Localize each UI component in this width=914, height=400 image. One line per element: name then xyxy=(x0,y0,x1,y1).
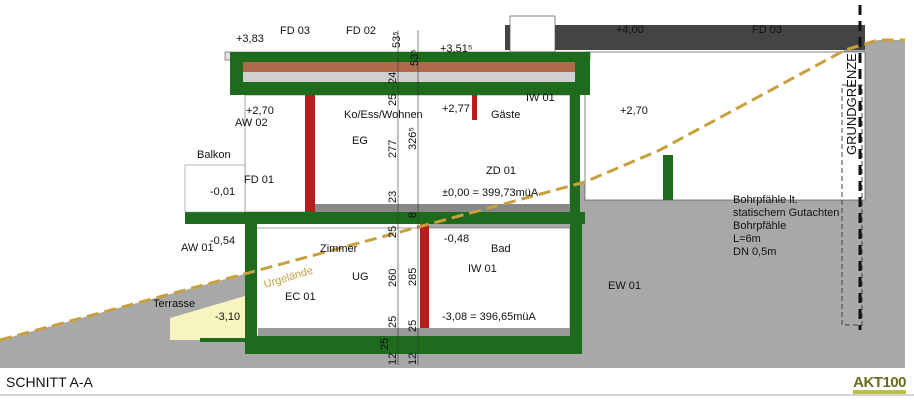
ug-masonry-wall xyxy=(420,224,429,328)
boundary-label: GRUNDGRENZE xyxy=(844,53,859,155)
room-label: Ko/Ess/Wohnen xyxy=(344,109,423,121)
level-label: -3,08 = 396,65müA xyxy=(442,311,537,323)
dimension-label: 53⁵ xyxy=(409,49,421,66)
component-label: FD 03 xyxy=(752,24,782,36)
dimension-label: 25 xyxy=(387,94,399,106)
dimension-label: 25 xyxy=(387,316,399,328)
dimension-label: 24 xyxy=(387,72,399,84)
ground-fill xyxy=(0,40,905,368)
ug-floor-finish xyxy=(258,328,570,336)
level-label: +2,70 xyxy=(620,105,648,117)
ug-floor-slab xyxy=(245,336,582,354)
dimension-label: 12 xyxy=(387,353,399,365)
level-label: -0,48 xyxy=(444,233,469,245)
svg-text:L=6m: L=6m xyxy=(733,233,761,245)
component-label: EC 01 xyxy=(285,291,316,303)
component-label: AW 02 xyxy=(235,117,268,129)
dimension-label: 12 xyxy=(407,353,419,365)
roof-insulation xyxy=(243,62,575,72)
bored-pile xyxy=(841,84,863,326)
component-label: IW 01 xyxy=(526,92,555,104)
component-label: FD 01 xyxy=(244,174,274,186)
room-label: UG xyxy=(352,271,369,283)
eg-masonry-wall xyxy=(305,95,315,212)
room-label: EG xyxy=(352,135,368,147)
dimension-label: 285 xyxy=(407,268,419,286)
ug-wall-left xyxy=(245,224,257,354)
level-label: -0,54 xyxy=(210,235,235,247)
level-label: +3,51⁵ xyxy=(440,43,472,55)
dimension-label: 25 xyxy=(407,320,419,332)
dimension-label: 53⁵ xyxy=(391,31,403,48)
neighbour-chimney xyxy=(509,15,556,53)
neighbour-roof xyxy=(505,25,865,50)
component-label: ZD 01 xyxy=(486,165,516,177)
svg-text:DN 0,5m: DN 0,5m xyxy=(733,246,776,258)
svg-text:Bohrpfähle: Bohrpfähle xyxy=(733,220,786,232)
level-label: +2,70 xyxy=(246,105,274,117)
drawing-title: SCHNITT A-A xyxy=(6,374,93,390)
eg-floor-finish xyxy=(315,204,570,212)
level-label: -0,01 xyxy=(210,186,235,198)
component-label: IW 01 xyxy=(468,263,497,275)
eg-wall-right xyxy=(570,95,580,215)
room-label: Gäste xyxy=(491,109,520,121)
pile-note: Bohrpfähle lt. statischem Gutachten Bohr… xyxy=(733,194,839,258)
room-label: Terrasse xyxy=(153,298,195,310)
neighbour-building xyxy=(584,51,866,201)
component-label: FD 02 xyxy=(346,25,376,37)
roof-screed xyxy=(243,72,575,82)
dimension-label: 260 xyxy=(387,269,399,287)
dimension-label: 23 xyxy=(387,191,399,203)
room-label: Zimmer xyxy=(320,243,358,255)
component-label: FD 03 xyxy=(280,25,310,37)
backfill-left xyxy=(170,296,245,340)
level-label: -3,10 xyxy=(215,311,240,323)
dimension-label: 25 xyxy=(387,226,399,238)
eg-partition xyxy=(472,95,477,120)
right-retaining-wall xyxy=(663,155,673,200)
dimension-label: 277 xyxy=(387,140,399,158)
dimension-label: 25 xyxy=(379,338,391,350)
company-logo: AKT100 xyxy=(853,374,906,394)
balcony xyxy=(184,164,246,213)
original-terrain-line xyxy=(0,38,905,342)
dimension-label: 326⁵ xyxy=(407,127,419,150)
dimension-label: 8 xyxy=(407,212,419,218)
eg-room xyxy=(244,94,571,213)
component-label: AW 01 xyxy=(181,242,214,254)
eg-floor-slab xyxy=(185,212,585,224)
level-label: +2,77 xyxy=(442,103,470,115)
ug-wall-right xyxy=(570,224,582,354)
level-label: +3,83 xyxy=(236,33,264,45)
room-label: Bad xyxy=(491,243,511,255)
svg-text:Bohrpfähle lt.: Bohrpfähle lt. xyxy=(733,194,798,206)
level-label: ±0,00 = 399,73müA xyxy=(442,187,539,199)
room-label: Balkon xyxy=(197,149,231,161)
terrace-slab xyxy=(200,338,245,342)
level-label: +4,00 xyxy=(616,24,644,36)
component-label: EW 01 xyxy=(608,280,641,292)
svg-text:statischem Gutachten: statischem Gutachten xyxy=(733,207,839,219)
